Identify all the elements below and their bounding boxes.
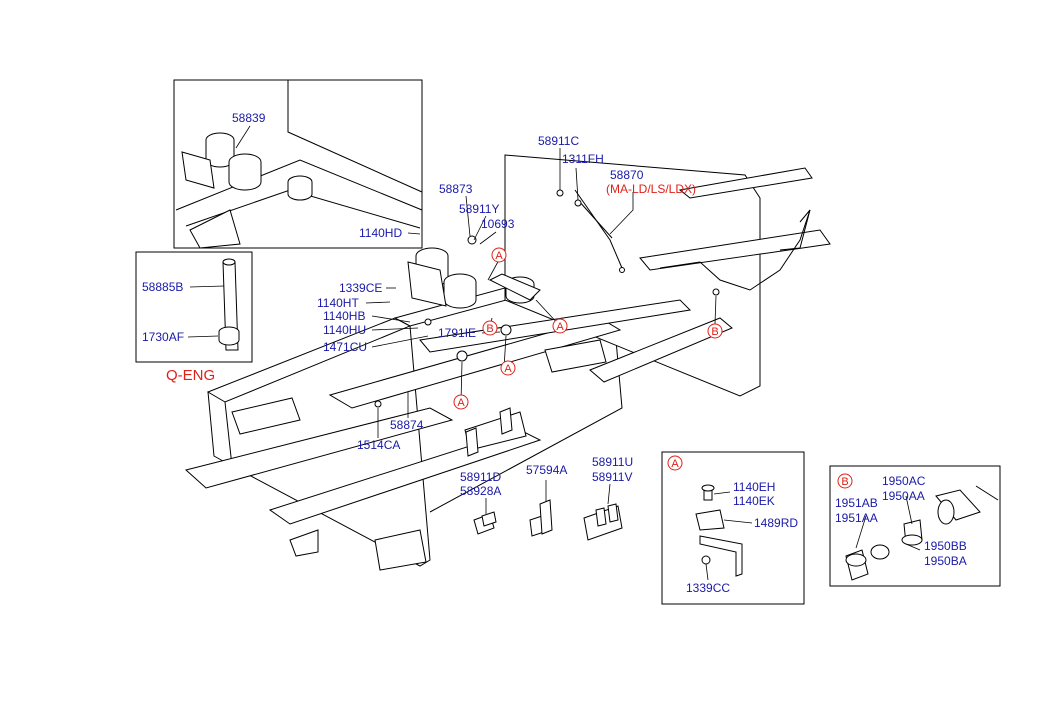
label-1950AC: 1950AC xyxy=(882,474,926,488)
inset-58839 xyxy=(173,79,423,249)
callout-a-1: A xyxy=(491,247,507,263)
svg-text:A: A xyxy=(457,397,465,409)
inset-a xyxy=(661,451,805,605)
svg-text:B: B xyxy=(841,476,848,488)
label-1140HB: 1140HB xyxy=(323,309,365,323)
label-1951AB: 1951AB xyxy=(835,496,878,510)
svg-text:B: B xyxy=(486,323,493,335)
label-1471CU: 1471CU xyxy=(323,340,367,354)
callout-a-2: A xyxy=(552,318,568,334)
label-1950BB: 1950BB xyxy=(924,539,967,553)
part-number-labels: 58839 58885B 1730AF Q-ENG 58911C 1311FH … xyxy=(142,111,967,595)
label-58911Y: 58911Y xyxy=(459,202,499,216)
label-58928A: 58928A xyxy=(460,484,501,498)
label-1730AF: 1730AF xyxy=(142,330,184,344)
label-1140HD: 1140HD xyxy=(359,226,402,240)
label-57594A: 57594A xyxy=(526,463,567,477)
label-10693: 10693 xyxy=(481,217,515,231)
label-58874: 58874 xyxy=(390,418,424,432)
inset-q-eng xyxy=(135,251,253,363)
label-58911U: 58911U xyxy=(592,455,633,469)
label-58839: 58839 xyxy=(232,111,266,125)
callout-a-4: A xyxy=(453,394,469,410)
callout-a-3: A xyxy=(500,360,516,376)
svg-text:A: A xyxy=(495,250,503,262)
label-58911V: 58911V xyxy=(592,470,632,484)
label-1791IE: 1791IE xyxy=(438,326,476,340)
label-1951AA: 1951AA xyxy=(835,511,878,525)
callout-a-inset-header: A xyxy=(667,455,683,471)
label-1311FH: 1311FH xyxy=(562,152,604,166)
label-q-eng: Q-ENG xyxy=(166,367,215,384)
callout-b-inset-header: B xyxy=(837,473,853,489)
label-58911D: 58911D xyxy=(460,470,501,484)
label-58873: 58873 xyxy=(439,182,473,196)
label-58885B: 58885B xyxy=(142,280,183,294)
label-variant-ma-ld: (MA-LD/LS/LDX) xyxy=(606,182,696,196)
label-1950AA: 1950AA xyxy=(882,489,925,503)
callout-b-2: B xyxy=(707,323,723,339)
label-58870: 58870 xyxy=(610,168,644,182)
label-1514CA: 1514CA xyxy=(357,438,400,452)
label-1140HU: 1140HU xyxy=(323,323,366,337)
label-58911C: 58911C xyxy=(538,134,579,148)
label-1489RD: 1489RD xyxy=(754,516,798,530)
svg-text:B: B xyxy=(711,326,718,338)
label-1339CE: 1339CE xyxy=(339,281,382,295)
svg-text:A: A xyxy=(504,363,512,375)
svg-text:A: A xyxy=(556,321,564,333)
loose-parts xyxy=(473,480,623,541)
label-1339CC: 1339CC xyxy=(686,581,730,595)
inset-b xyxy=(829,465,1001,587)
callout-b-1: B xyxy=(482,320,498,336)
label-1140EH: 1140EH xyxy=(733,480,775,494)
label-1140HT: 1140HT xyxy=(317,296,359,310)
svg-text:A: A xyxy=(671,458,679,470)
label-1140EK: 1140EK xyxy=(733,494,775,508)
label-1950BA: 1950BA xyxy=(924,554,967,568)
leader-lines xyxy=(365,148,717,438)
